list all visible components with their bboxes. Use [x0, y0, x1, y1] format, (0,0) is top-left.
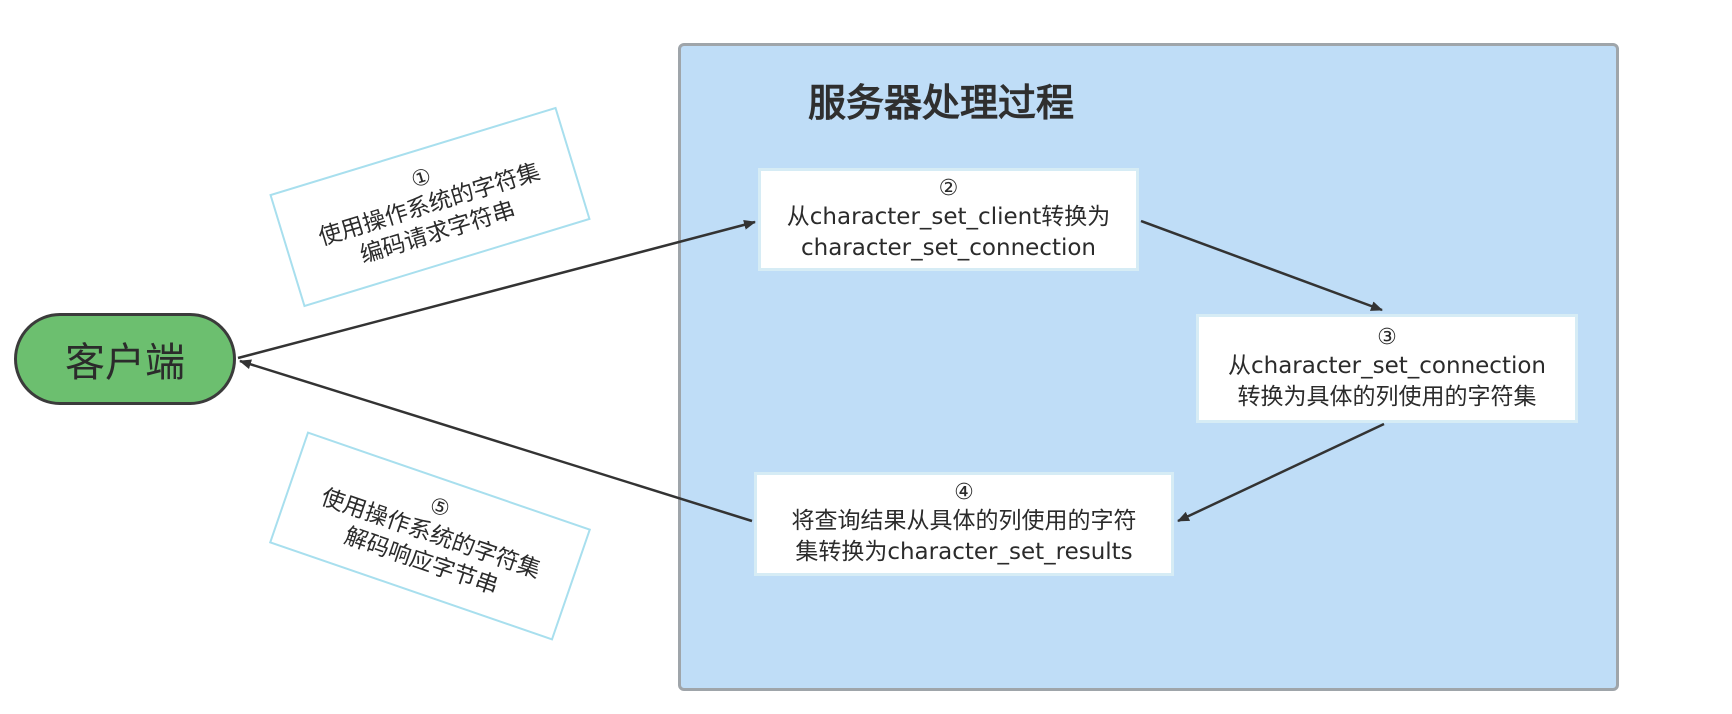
step-2-line-1: 从character_set_client转换为 — [786, 203, 1111, 230]
arrow-step-3-to-step-4 — [1177, 422, 1385, 523]
client-label: 客户端 — [65, 340, 185, 386]
step-3-line-2: 转换为具体的列使用的字符集 — [1237, 383, 1537, 410]
step-3-box: ③ 从character_set_connection 转换为具体的列使用的字符… — [1196, 314, 1578, 423]
arrow-step-4-to-client — [239, 359, 753, 523]
arrow-client-to-step-2 — [237, 219, 756, 360]
client-node: 客户端 — [14, 313, 236, 405]
arrow-step-2-to-step-3 — [1140, 219, 1383, 312]
step-4-line-2: 集转换为character_set_results — [795, 539, 1133, 565]
step-2-number: ② — [938, 175, 959, 201]
step-3-line-1: 从character_set_connection — [1227, 352, 1546, 379]
step-3-number: ③ — [1377, 324, 1397, 350]
step-4-box: ④ 将查询结果从具体的列使用的字符 集转换为character_set_resu… — [754, 472, 1174, 576]
step-2-line-2: character_set_connection — [800, 234, 1096, 261]
step-2-box: ② 从character_set_client转换为 character_set… — [758, 168, 1139, 271]
server-process-title: 服务器处理过程 — [808, 81, 1075, 125]
step-4-line-1: 将查询结果从具体的列使用的字符 — [791, 508, 1137, 534]
step-4-number: ④ — [954, 480, 974, 505]
